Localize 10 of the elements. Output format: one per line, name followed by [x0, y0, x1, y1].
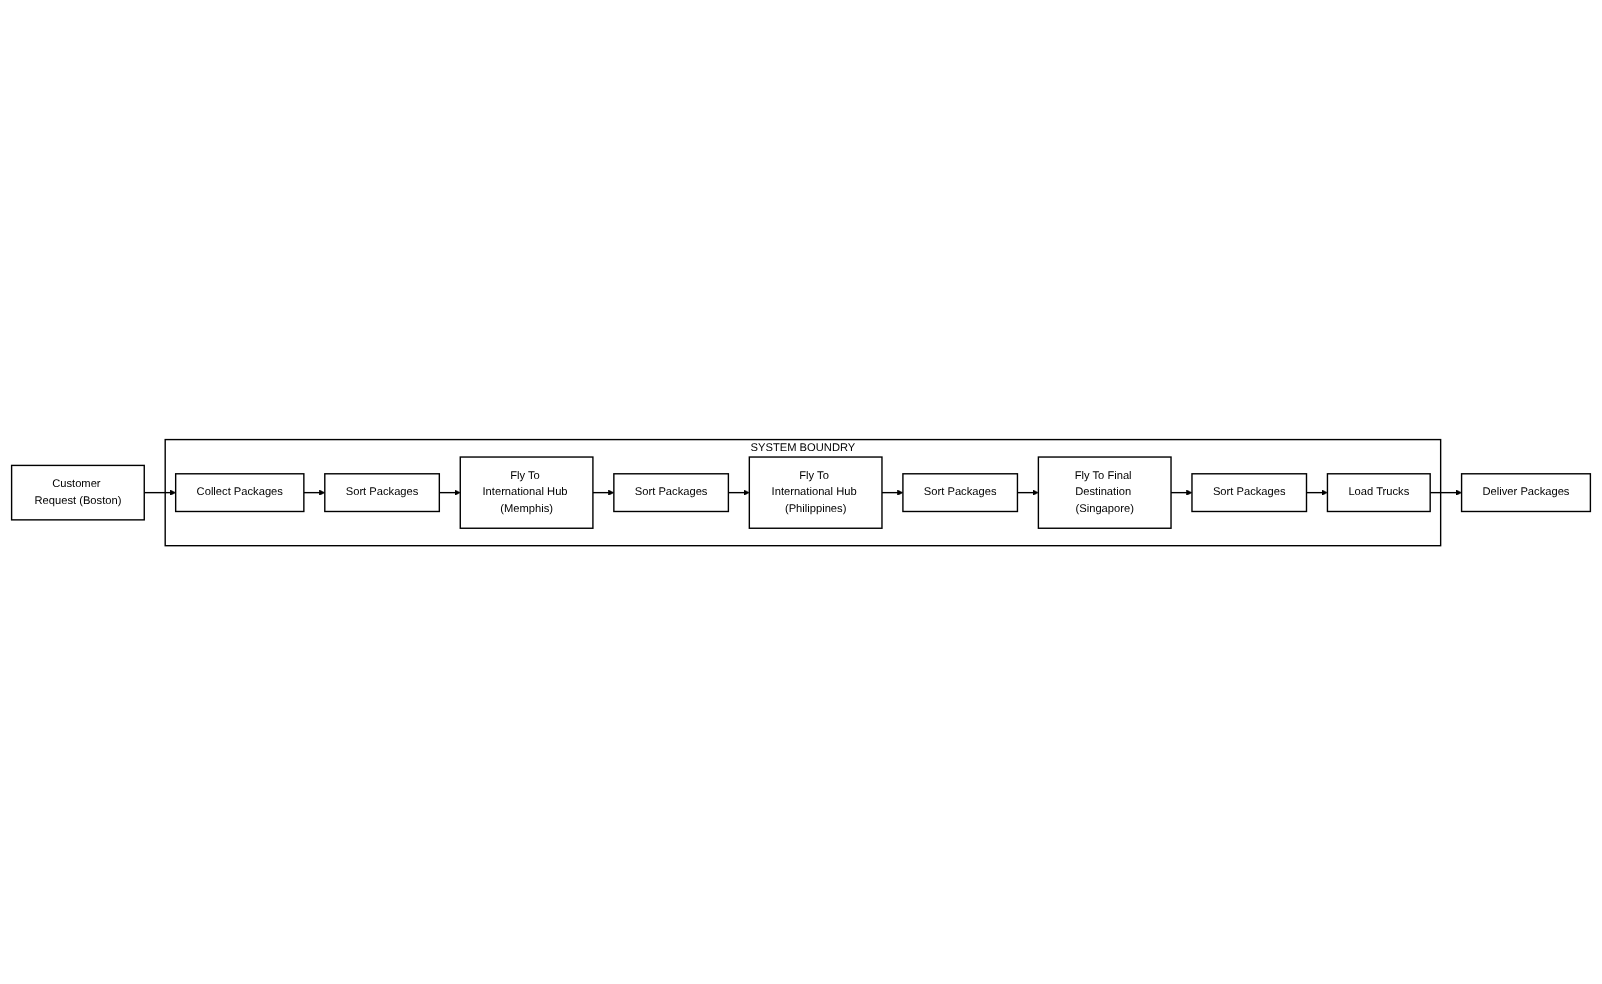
arrow [881, 488, 904, 496]
arrow [438, 488, 461, 496]
arrow [727, 488, 750, 496]
arrow [143, 488, 176, 496]
arrow [1016, 488, 1039, 496]
arrow [592, 488, 615, 496]
arrow [1429, 488, 1462, 496]
arrow [303, 488, 326, 496]
arrow [1170, 488, 1193, 496]
arrow [1305, 488, 1328, 496]
